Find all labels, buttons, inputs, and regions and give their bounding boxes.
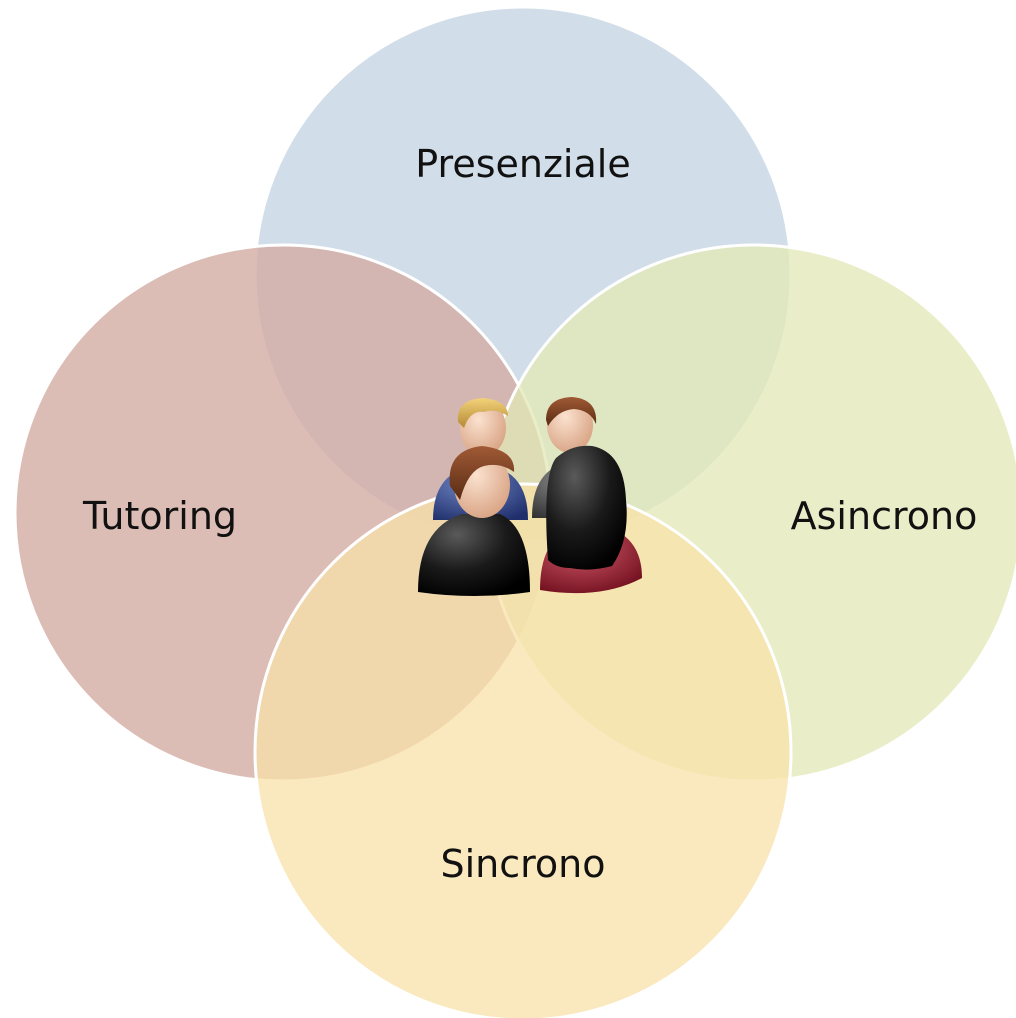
circle-sincrono <box>253 482 793 1018</box>
label-presenziale: Presenziale <box>415 142 630 186</box>
label-asincrono: Asincrono <box>791 494 978 538</box>
circles-group <box>13 5 1016 1018</box>
person-front-right <box>540 445 642 594</box>
person-front-left <box>418 446 530 596</box>
label-tutoring: Tutoring <box>82 494 237 538</box>
label-sincrono: Sincrono <box>440 842 605 886</box>
group-of-people-icon <box>418 397 642 596</box>
